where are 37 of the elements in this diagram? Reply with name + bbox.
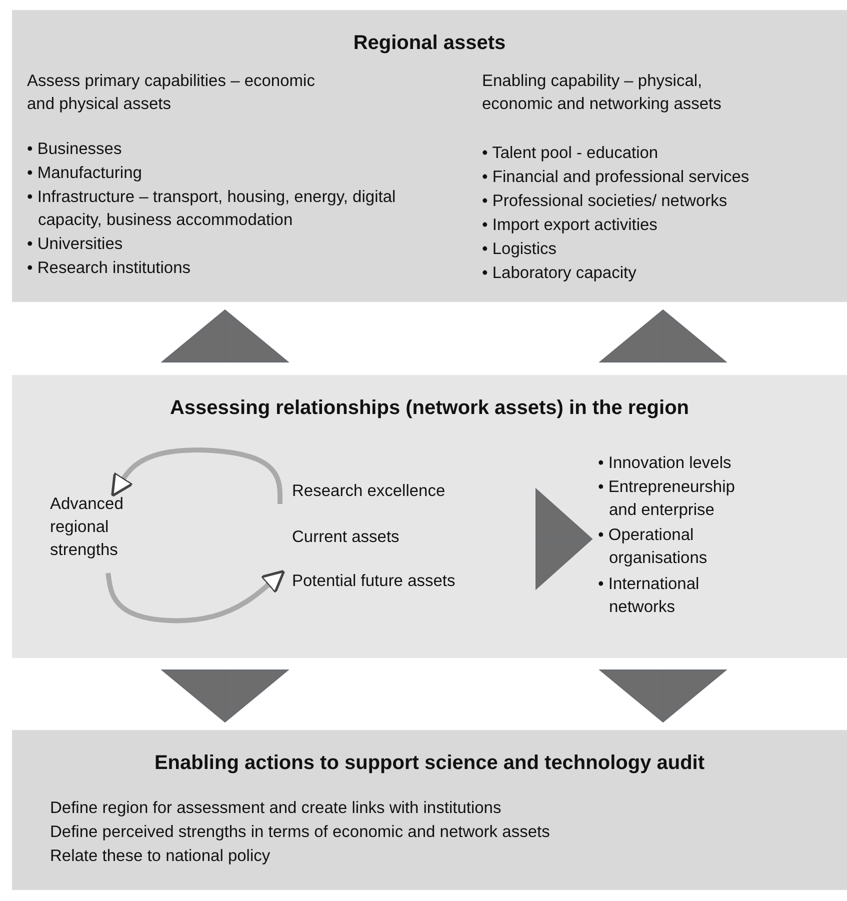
list-item: • International networks — [598, 574, 700, 618]
heading: Assessing relationships (network assets) in the region — [168, 397, 690, 420]
triangle-arrow — [160, 309, 290, 362]
list-item: • Logistics — [482, 239, 558, 260]
list-item: • Innovation levels — [598, 453, 732, 474]
list-item: • Talent pool - education — [482, 143, 660, 164]
heading: Enabling actions to support science and technology audit — [153, 752, 706, 775]
triangle-arrow — [598, 670, 728, 723]
text: Assess primary capabilities – economic and physical assets — [27, 71, 316, 115]
text: Relate these to national policy — [50, 846, 272, 867]
text: Current assets — [292, 527, 400, 548]
text: Research excellence — [292, 481, 446, 502]
text: Advanced regional strengths — [50, 494, 124, 561]
list-item: • Research institutions — [27, 258, 192, 279]
text: Define region for assessment and create links with institutions — [50, 798, 502, 819]
list-item: • Operational organisations — [598, 525, 708, 569]
list-item: • Entrepreneurship and enterprise — [598, 477, 736, 521]
list-item: • Laboratory capacity — [482, 263, 638, 284]
triangle-arrow — [160, 670, 290, 723]
list-item: • Businesses — [27, 139, 123, 160]
list-item: • Professional societies/ networks — [482, 191, 728, 212]
panel — [12, 10, 847, 302]
list-item: • Infrastructure – transport, housing, energy, digital capacity, business accommodation — [27, 187, 397, 231]
text: Enabling capability – physical, economic and networking assets — [482, 71, 722, 115]
triangle-arrow — [536, 488, 593, 590]
curved-arrow — [106, 570, 286, 624]
list-item: • Universities — [27, 234, 124, 255]
triangle-arrow — [598, 309, 728, 362]
text: Define perceived strengths in terms of economic and network assets — [50, 822, 551, 843]
list-item: • Manufacturing — [27, 163, 143, 184]
heading: Regional assets — [352, 32, 507, 55]
list-item: • Import export activities — [482, 215, 658, 236]
list-item: • Financial and professional services — [482, 167, 750, 188]
curved-arrow — [111, 448, 282, 504]
panel — [12, 730, 847, 890]
panel — [12, 375, 847, 658]
text: Potential future assets — [292, 571, 456, 592]
